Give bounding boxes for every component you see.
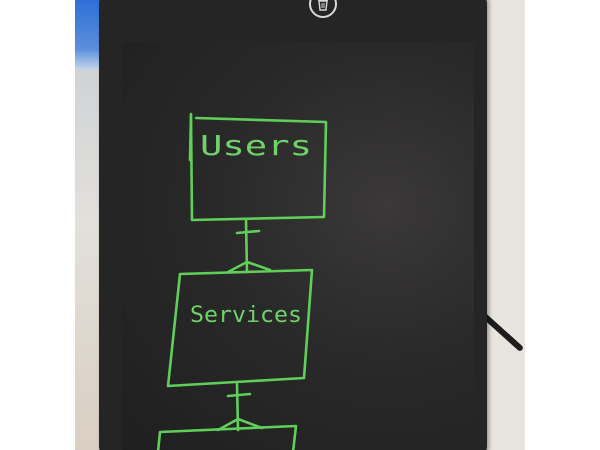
services-box bbox=[166, 268, 314, 388]
writing-tablet bbox=[99, 0, 487, 450]
trash-icon bbox=[318, 0, 328, 11]
users-box bbox=[189, 114, 328, 222]
sketch-strokes bbox=[156, 112, 328, 450]
services-label: Services bbox=[190, 303, 302, 328]
connector-users-services bbox=[244, 218, 249, 274]
clear-button[interactable] bbox=[309, 0, 337, 18]
partial-box bbox=[156, 424, 298, 450]
tablet-screen bbox=[122, 42, 474, 450]
desk-background bbox=[75, 0, 525, 450]
users-label: Users bbox=[200, 129, 312, 162]
connector-services-next bbox=[235, 382, 240, 432]
